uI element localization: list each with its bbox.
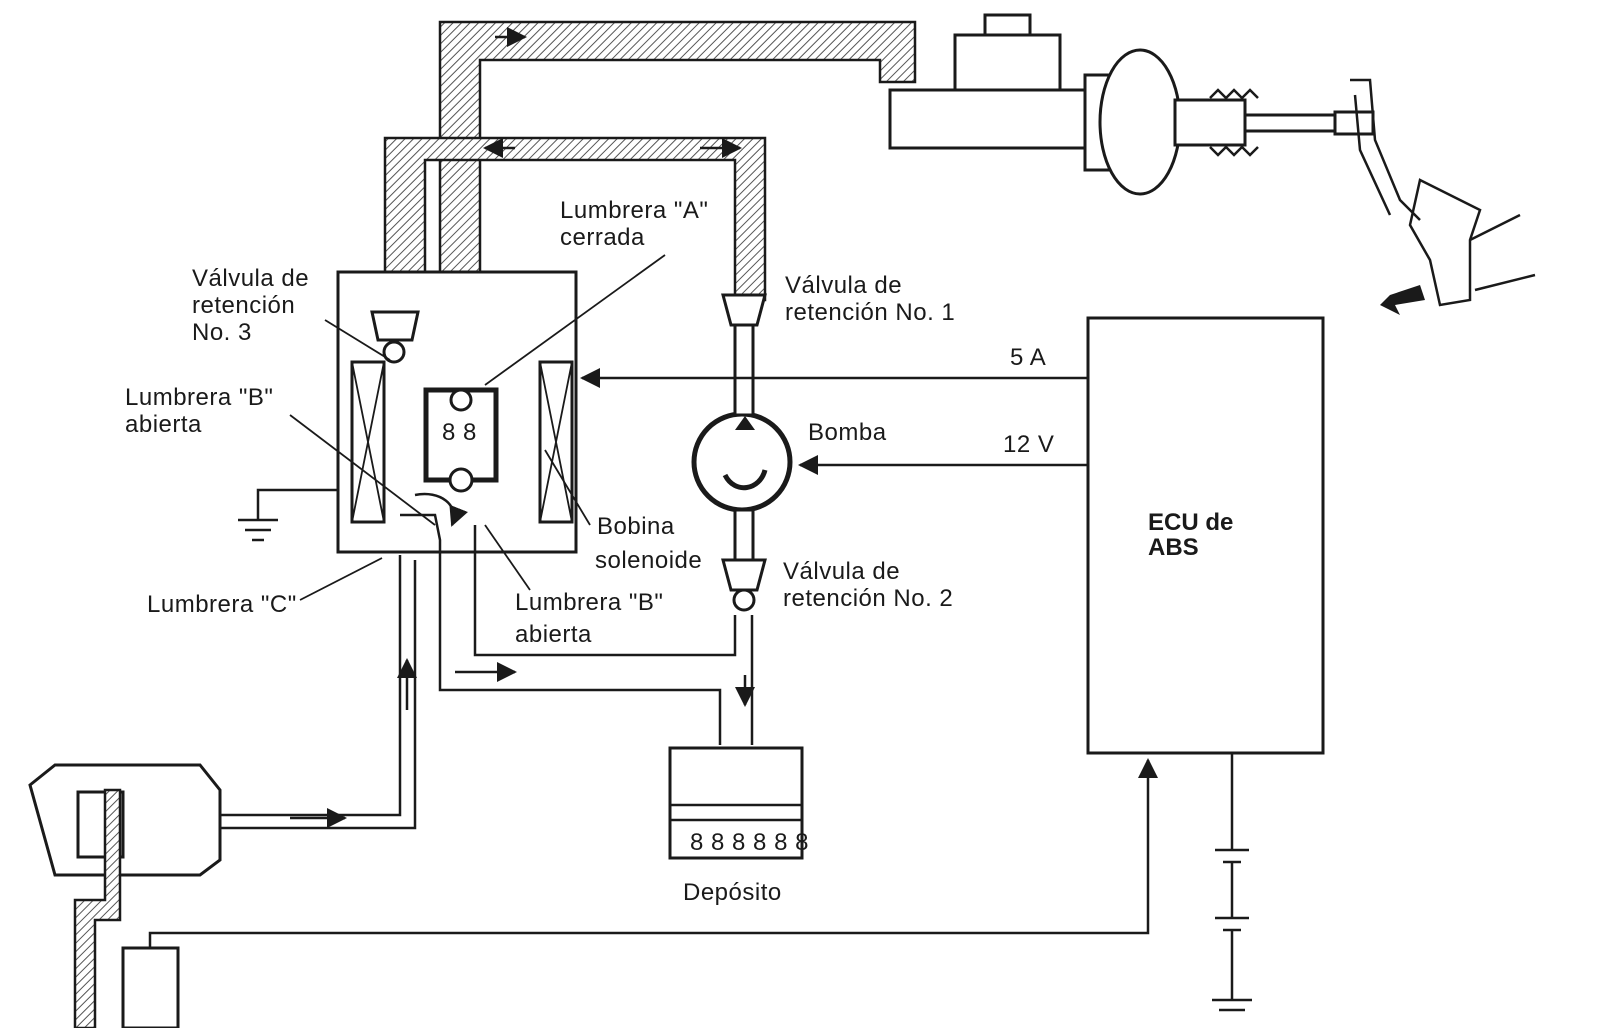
leader-lines <box>289 254 666 601</box>
label-voltage: 12 V <box>1003 431 1054 458</box>
label-bomba: Bomba <box>808 419 887 446</box>
svg-text:8 8 8 8 8 8: 8 8 8 8 8 8 <box>690 829 809 856</box>
solenoid-valve: 8 8 <box>238 270 578 560</box>
label-lumbrera-b-bottom: Lumbrera "B"abierta <box>515 589 663 648</box>
brake-pedal <box>1350 78 1536 315</box>
label-deposito: Depósito <box>683 879 782 906</box>
pump <box>691 293 793 612</box>
svg-text:8 8: 8 8 <box>442 419 477 446</box>
return-lines <box>438 560 755 745</box>
label-lumbrera-b-top: Lumbrera "B"abierta <box>125 384 273 438</box>
reservoir: 8 8 8 8 8 8 <box>668 746 809 860</box>
ecu-abs <box>148 316 1325 1012</box>
label-lumbrera-a: Lumbrera "A"cerrada <box>560 197 708 251</box>
label-current: 5 A <box>1010 344 1046 371</box>
label-lumbrera-c: Lumbrera "C" <box>147 591 297 618</box>
wheel-cylinder <box>28 555 417 1028</box>
master-cylinder <box>888 13 1375 196</box>
